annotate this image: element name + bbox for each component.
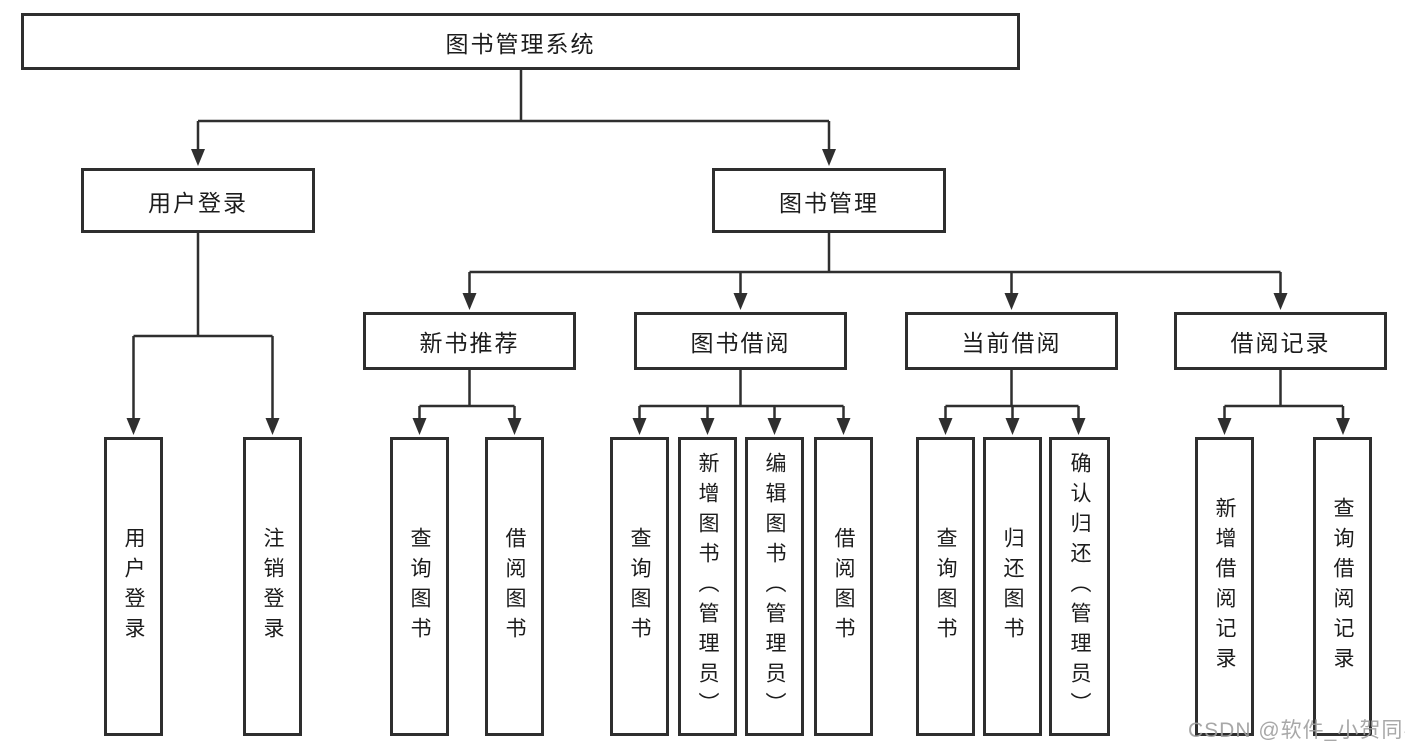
- node-borrow-records: 借阅记录: [1174, 312, 1387, 370]
- leaf-borrow-query-books: 查询图书: [610, 437, 669, 736]
- node-current-borrow: 当前借阅: [905, 312, 1118, 370]
- leaf-return-books: 归还图书: [983, 437, 1042, 736]
- connector-management-to-level3: [462, 233, 1288, 310]
- connector-root-to-level2: [191, 70, 836, 166]
- leaf-query-borrow-record: 查询借阅记录: [1313, 437, 1372, 736]
- leaf-logout: 注销登录: [243, 437, 302, 736]
- leaf-recommend-query-books: 查询图书: [390, 437, 449, 736]
- leaf-borrow-books: 借阅图书: [814, 437, 873, 736]
- connector-borrow-to-leaves: [632, 370, 851, 435]
- leaf-user-login: 用户登录: [104, 437, 163, 736]
- node-book-management: 图书管理: [712, 168, 946, 233]
- watermark-text: CSDN @软件_小贺同学: [1188, 719, 1405, 742]
- connector-current-to-leaves: [938, 370, 1086, 435]
- node-book-borrow: 图书借阅: [634, 312, 847, 370]
- leaf-recommend-borrow-books: 借阅图书: [485, 437, 544, 736]
- leaf-edit-book-admin: 编辑图书（管理员）: [745, 437, 804, 736]
- connector-records-to-leaves: [1217, 370, 1350, 435]
- connector-login-to-leaves: [126, 233, 280, 435]
- connector-recommend-to-leaves: [412, 370, 522, 435]
- node-new-book-recommend: 新书推荐: [363, 312, 576, 370]
- leaf-add-book-admin: 新增图书（管理员）: [678, 437, 737, 736]
- leaf-confirm-return-admin: 确认归还（管理员）: [1049, 437, 1110, 736]
- leaf-add-borrow-record: 新增借阅记录: [1195, 437, 1254, 736]
- leaf-current-query-books: 查询图书: [916, 437, 975, 736]
- node-user-login: 用户登录: [81, 168, 315, 233]
- node-root-library-system: 图书管理系统: [21, 13, 1020, 70]
